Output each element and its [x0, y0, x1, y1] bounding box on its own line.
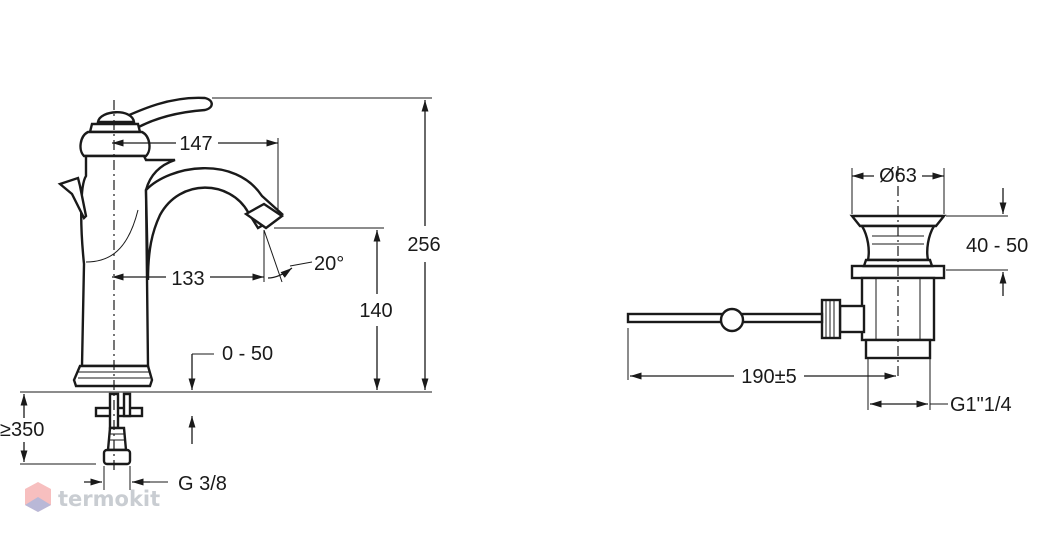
drain-drawing: Ø63 40 - 50 190±5 G1"1/4: [626, 165, 1028, 416]
watermark-text: termokit: [58, 487, 160, 511]
dim-reach-top: 147: [179, 133, 212, 155]
dim-faucet-thread: G 3/8: [178, 473, 227, 495]
dim-drain-diameter: Ø63: [879, 165, 917, 187]
dim-drain-thread: G1"1/4: [950, 394, 1012, 416]
dim-spout-angle: 20°: [314, 253, 344, 275]
dim-spout-height: 140: [359, 300, 392, 322]
dim-reach-bottom: 133: [171, 268, 204, 290]
dim-drain-height: 40 - 50: [966, 235, 1028, 257]
dim-total-height: 256: [407, 234, 440, 256]
dim-hose-length: ≥350: [0, 419, 44, 441]
watermark-logo: termokit: [25, 482, 160, 512]
dim-rod-length: 190±5: [741, 366, 796, 388]
faucet-drawing: 147 133 20° 256 140 0 - 50 ≥350 G 3/8: [0, 96, 441, 495]
dim-deck-thickness: 0 - 50: [222, 343, 273, 365]
